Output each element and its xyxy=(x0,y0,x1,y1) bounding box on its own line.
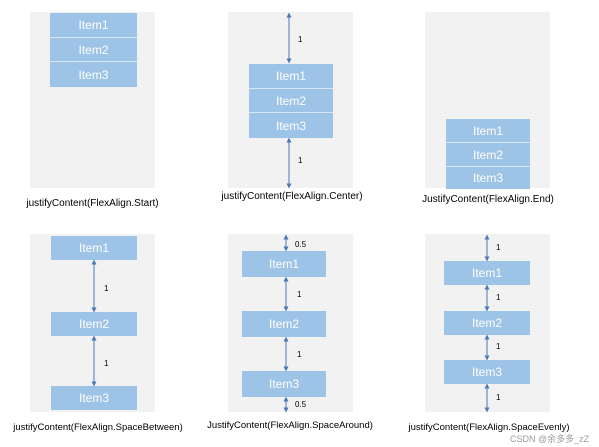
end-item-3: Item3 xyxy=(446,167,530,189)
caption-end: JustifyContent(FlexAlign.End) xyxy=(422,194,554,205)
space-around-item-1: Item1 xyxy=(242,251,326,277)
space-evenly-item-2: Item2 xyxy=(444,311,530,335)
space-evenly-gap-1-label: 1 xyxy=(496,293,501,302)
start-item-3: Item3 xyxy=(50,62,137,87)
center-item-2: Item2 xyxy=(249,89,333,113)
space-around-gap-top-label: 0.5 xyxy=(295,240,307,249)
space-between-item-1: Item1 xyxy=(51,236,137,260)
watermark: CSDN @余多多_zZ xyxy=(510,434,590,444)
center-item-3: Item3 xyxy=(249,113,333,138)
center-item-1: Item1 xyxy=(249,64,333,89)
caption-space-between: justifyContent(FlexAlign.SpaceBetween) xyxy=(13,422,183,433)
space-around-gap-2-label: 1 xyxy=(297,350,302,359)
space-evenly-item-1: Item1 xyxy=(444,261,530,285)
space-between-item-2: Item2 xyxy=(51,312,137,336)
space-around-gap-1-label: 1 xyxy=(297,290,302,299)
space-around-item-2: Item2 xyxy=(242,311,326,337)
space-evenly-gap-bottom-label: 1 xyxy=(496,393,501,402)
caption-center: justifyContent(FlexAlign.Center) xyxy=(221,191,363,202)
start-item-1: Item1 xyxy=(50,13,137,38)
caption-space-evenly: justifyContent(FlexAlign.SpaceEvenly) xyxy=(408,422,570,433)
space-between-gap-2-label: 1 xyxy=(104,359,109,368)
start-item-2: Item2 xyxy=(50,38,137,62)
space-between-gap-1-label: 1 xyxy=(104,284,109,293)
caption-start: justifyContent(FlexAlign.Start) xyxy=(26,198,159,209)
space-evenly-item-3: Item3 xyxy=(444,360,530,384)
space-around-item-3: Item3 xyxy=(242,371,326,397)
space-between-item-3: Item3 xyxy=(51,386,137,410)
space-evenly-gap-2-label: 1 xyxy=(496,342,501,351)
end-item-2: Item2 xyxy=(446,143,530,167)
space-evenly-gap-top-label: 1 xyxy=(496,243,501,252)
center-gap-top-label: 1 xyxy=(298,35,303,44)
space-around-gap-bottom-label: 0.5 xyxy=(295,400,307,409)
end-item-1: Item1 xyxy=(446,119,530,143)
center-gap-bottom-label: 1 xyxy=(298,156,303,165)
caption-space-around: JustifyContent(FlexAlign.SpaceAround) xyxy=(207,420,373,431)
